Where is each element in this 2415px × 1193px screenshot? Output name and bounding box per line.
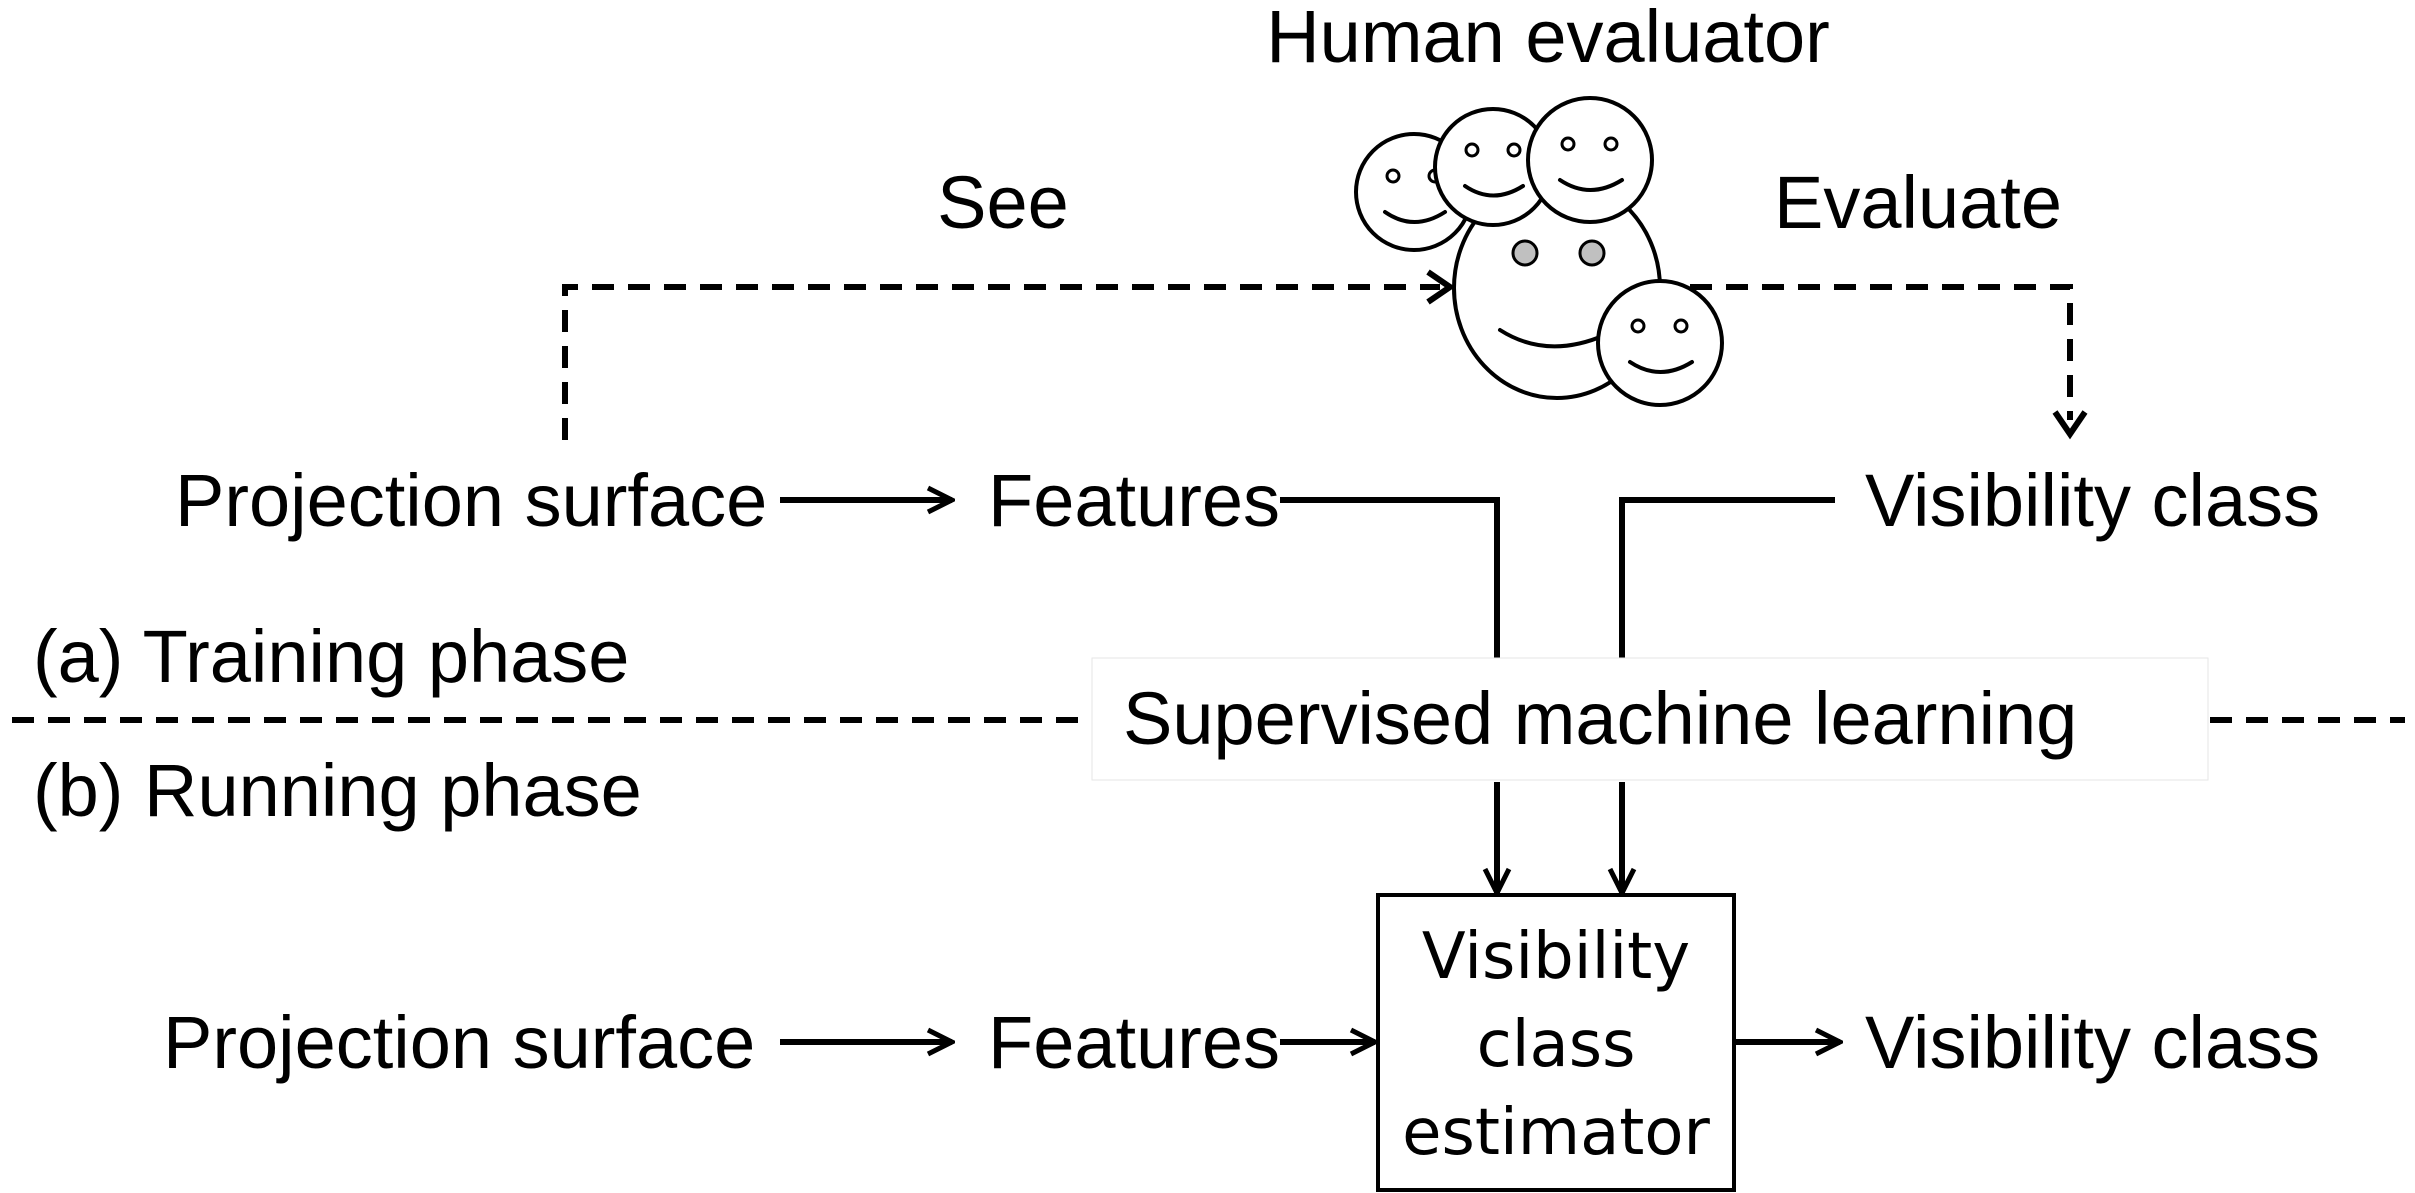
estimator-line-3: estimator <box>1402 1096 1710 1170</box>
human-evaluator-group-icon <box>1354 96 1724 407</box>
supervised-ml-label: Supervised machine learning <box>1123 677 2077 760</box>
running-phase-label: (b) Running phase <box>33 749 642 832</box>
see-arrowhead <box>1426 269 1456 305</box>
estimator-line-2: class <box>1477 1008 1636 1082</box>
running-features-label: Features <box>988 1001 1280 1084</box>
see-dashed-connector <box>562 284 1440 440</box>
see-label: See <box>937 161 1069 244</box>
training-phase-label: (a) Training phase <box>33 615 629 698</box>
visibility-class-estimator-box <box>1376 893 1736 1192</box>
evaluate-label: Evaluate <box>1774 161 2062 244</box>
training-visibility-class-label: Visibility class <box>1865 459 2320 542</box>
training-features-label: Features <box>988 459 1280 542</box>
visibility-class-to-ml-connector <box>1619 497 1835 660</box>
running-projection-surface-label: Projection surface <box>163 1001 755 1084</box>
supervised-ml-panel <box>1091 657 2209 781</box>
evaluate-dashed-connector <box>1690 284 2073 420</box>
estimator-line-1: Visibility <box>1422 920 1690 994</box>
evaluate-arrowhead <box>2052 410 2088 440</box>
training-projection-surface-label: Projection surface <box>175 459 767 542</box>
running-visibility-class-label: Visibility class <box>1865 1001 2320 1084</box>
human-evaluator-label: Human evaluator <box>1266 0 1830 78</box>
features-to-ml-connector <box>1280 497 1500 660</box>
